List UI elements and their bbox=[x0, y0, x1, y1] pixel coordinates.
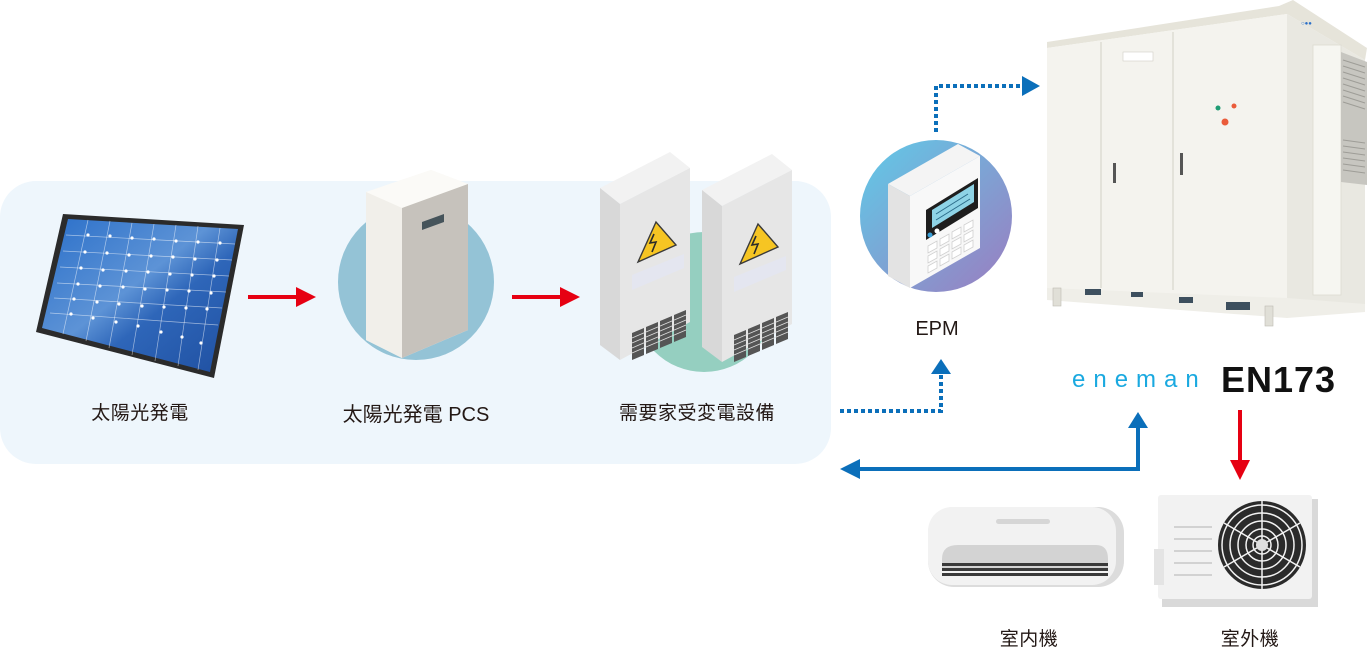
power-arrow-pcs-to-substation bbox=[512, 287, 580, 307]
signal-arrow-epm-to-controller bbox=[934, 76, 1040, 132]
indoor-unit-icon bbox=[928, 507, 1124, 587]
solar-pcs-label: 太陽光発電 PCS bbox=[342, 404, 490, 426]
brand-model-en173: EN173 bbox=[1221, 359, 1337, 400]
outdoor-unit-label: 室外機 bbox=[1220, 628, 1280, 650]
epm-icon bbox=[860, 140, 1012, 292]
solar-pcs-icon bbox=[338, 170, 494, 360]
power-arrow-controller-to-outdoor bbox=[1230, 410, 1250, 480]
signal-arrow-controller-to-substation bbox=[840, 412, 1148, 479]
svg-text:○●●: ○●● bbox=[1301, 21, 1312, 27]
substation-icon bbox=[600, 152, 792, 372]
solar-panel-label: 太陽光発電 bbox=[91, 402, 189, 424]
indoor-unit-label: 室内機 bbox=[999, 628, 1059, 650]
solar-panel-icon bbox=[36, 214, 244, 378]
outdoor-unit-icon bbox=[1154, 495, 1318, 607]
signal-arrow-substation-to-epm bbox=[840, 359, 951, 413]
power-arrow-solar-to-pcs bbox=[248, 287, 316, 307]
epm-label: EPM bbox=[915, 318, 959, 340]
substation-label: 需要家受変電設備 bbox=[618, 402, 776, 424]
en173-cabinet-icon: ○●● bbox=[1047, 0, 1367, 327]
brand-eneman-logo: eneman bbox=[1072, 366, 1207, 393]
